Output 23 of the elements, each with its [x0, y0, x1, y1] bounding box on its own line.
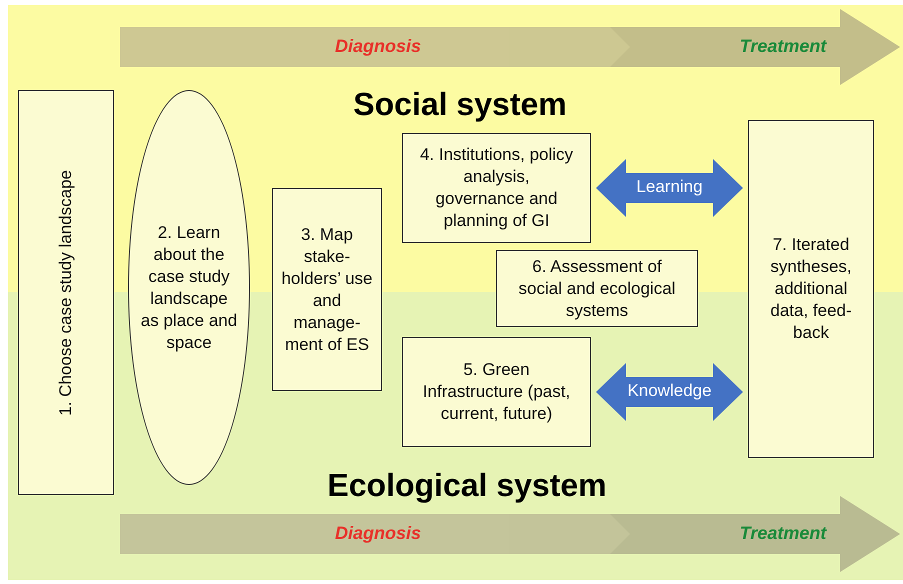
- process-box: [18, 90, 114, 495]
- double-arrow: [596, 159, 743, 217]
- node-text: 6. Assessment of social and ecological systems: [518, 256, 676, 322]
- process-box: [496, 250, 698, 327]
- node-text: 2. Learn about the case study landscape as place and space: [140, 222, 238, 354]
- double-arrow: [596, 363, 743, 421]
- section-heading: Ecological system: [327, 467, 607, 504]
- phase-label: Treatment: [740, 36, 826, 57]
- process-box: [748, 120, 874, 458]
- section-heading: Social system: [353, 86, 567, 123]
- node-text: 3. Map stake-holders’ use and manage-ment of ES: [280, 224, 374, 356]
- node-text: 4. Institutions, policy analysis, governance and planning of GI: [418, 144, 574, 232]
- phase-label: Treatment: [740, 523, 826, 544]
- phase-label: Diagnosis: [334, 523, 422, 544]
- edge-label: Knowledge: [627, 381, 712, 401]
- process-box: [272, 188, 382, 391]
- node-text: 7. Iterated syntheses, additional data, feed-back: [769, 234, 853, 344]
- phase-label: Diagnosis: [334, 36, 422, 57]
- edge-label: Learning: [636, 177, 703, 197]
- process-box: [402, 337, 591, 447]
- node-text: 1. Choose case study landscape: [55, 170, 76, 416]
- process-box: [402, 133, 591, 243]
- node-text: 5. Green Infrastructure (past, current, future): [422, 359, 572, 425]
